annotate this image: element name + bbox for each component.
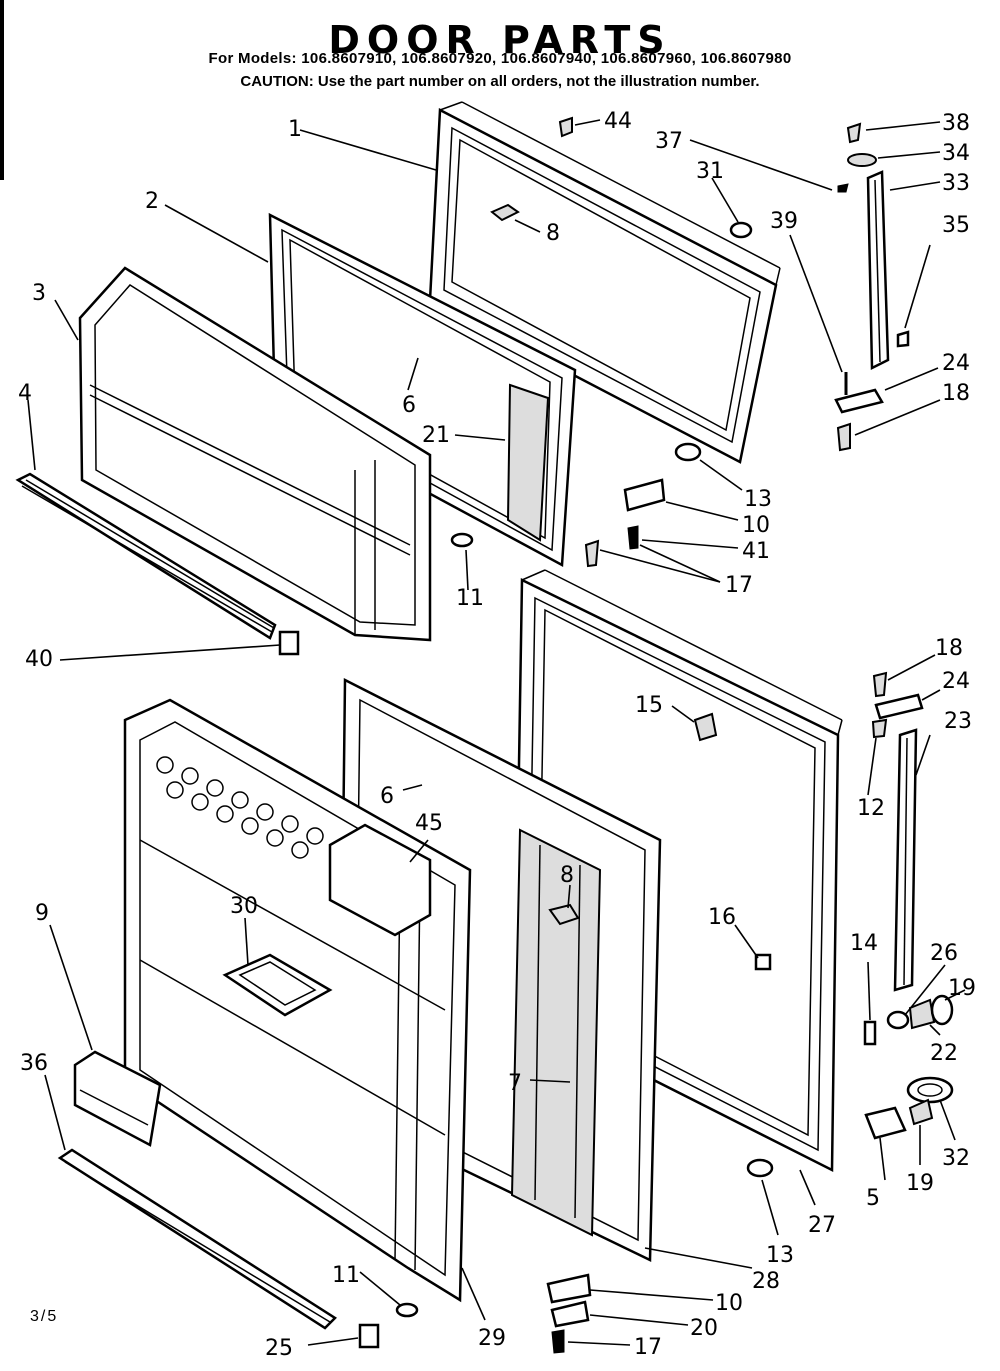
callout-12: 12 (857, 796, 885, 821)
callout-21: 21 (422, 423, 450, 448)
door-shelf-9 (73, 1050, 162, 1147)
callout-19-upper: 19 (948, 976, 976, 1001)
callout-22: 22 (930, 1041, 958, 1066)
callout-15: 15 (635, 693, 663, 718)
fresh-food-inner-panel (123, 698, 472, 1303)
freezer-trim-strip (15, 472, 277, 640)
callout-36: 36 (20, 1051, 48, 1076)
callout-41: 41 (742, 539, 770, 564)
callout-4: 4 (18, 381, 32, 406)
callout-6-upper: 6 (402, 393, 416, 418)
models-line: For Models: 106.8607910, 106.8607920, 10… (208, 50, 792, 67)
callout-27: 27 (808, 1213, 836, 1238)
callout-37: 37 (655, 129, 683, 154)
callout-45: 45 (415, 811, 443, 836)
callout-13-lower: 13 (766, 1243, 794, 1268)
callout-13-upper: 13 (744, 487, 772, 512)
callout-20: 20 (690, 1316, 718, 1341)
dairy-compartment (328, 823, 432, 937)
callout-14: 14 (850, 931, 878, 956)
callout-39: 39 (770, 209, 798, 234)
callout-10-lower: 10 (715, 1291, 743, 1316)
callout-34: 34 (942, 141, 970, 166)
callout-44: 44 (604, 109, 632, 134)
callout-8-upper: 8 (546, 221, 560, 246)
callout-38: 38 (942, 111, 970, 136)
hardware (278, 116, 954, 1354)
callout-32: 32 (942, 1146, 970, 1171)
callout-labels: 1 2 3 4 6 21 11 40 44 8 31 37 38 34 33 3… (18, 109, 976, 1361)
page-code: 3/5 (30, 1308, 59, 1325)
callout-18-lower: 18 (935, 636, 963, 661)
callout-35: 35 (942, 213, 970, 238)
page-title: DOOR PARTS (328, 18, 672, 62)
callout-23: 23 (944, 709, 972, 734)
freezer-door-liner (268, 212, 577, 568)
callout-31: 31 (696, 159, 724, 184)
callout-2: 2 (145, 189, 159, 214)
callout-5: 5 (866, 1186, 880, 1211)
callout-8-lower: 8 (560, 863, 574, 888)
callout-19-lower: 19 (906, 1171, 934, 1196)
callout-7: 7 (508, 1071, 522, 1096)
callout-24-upper: 24 (942, 351, 970, 376)
callout-1: 1 (288, 117, 302, 142)
callout-30: 30 (230, 894, 258, 919)
callout-24-lower: 24 (942, 669, 970, 694)
egg-tray (156, 756, 324, 859)
callout-26: 26 (930, 941, 958, 966)
lower-handle (893, 728, 918, 992)
callout-33: 33 (942, 171, 970, 196)
freezer-inner-bin (78, 266, 432, 642)
callout-10-upper: 10 (742, 513, 770, 538)
scan-edge-bar (0, 0, 4, 180)
callout-6-lower: 6 (380, 784, 394, 809)
callout-16: 16 (708, 905, 736, 930)
callout-28: 28 (752, 1269, 780, 1294)
callout-29: 29 (478, 1326, 506, 1351)
upper-handle (866, 170, 890, 371)
callout-17-lower: 17 (634, 1335, 662, 1360)
callout-25: 25 (265, 1336, 293, 1361)
callout-17-upper: 17 (725, 573, 753, 598)
leader-lines (27, 119, 966, 1346)
caution-line: CAUTION: Use the part number on all orde… (240, 73, 760, 90)
callout-18-upper: 18 (942, 381, 970, 406)
header: DOOR PARTS For Models: 106.8607910, 106.… (0, 0, 1000, 110)
freezer-outer-door (428, 101, 781, 464)
callout-3: 3 (32, 281, 46, 306)
callout-11-lower: 11 (332, 1263, 360, 1288)
callout-40: 40 (25, 647, 53, 672)
callout-11-upper: 11 (456, 586, 484, 611)
callout-9: 9 (35, 901, 49, 926)
